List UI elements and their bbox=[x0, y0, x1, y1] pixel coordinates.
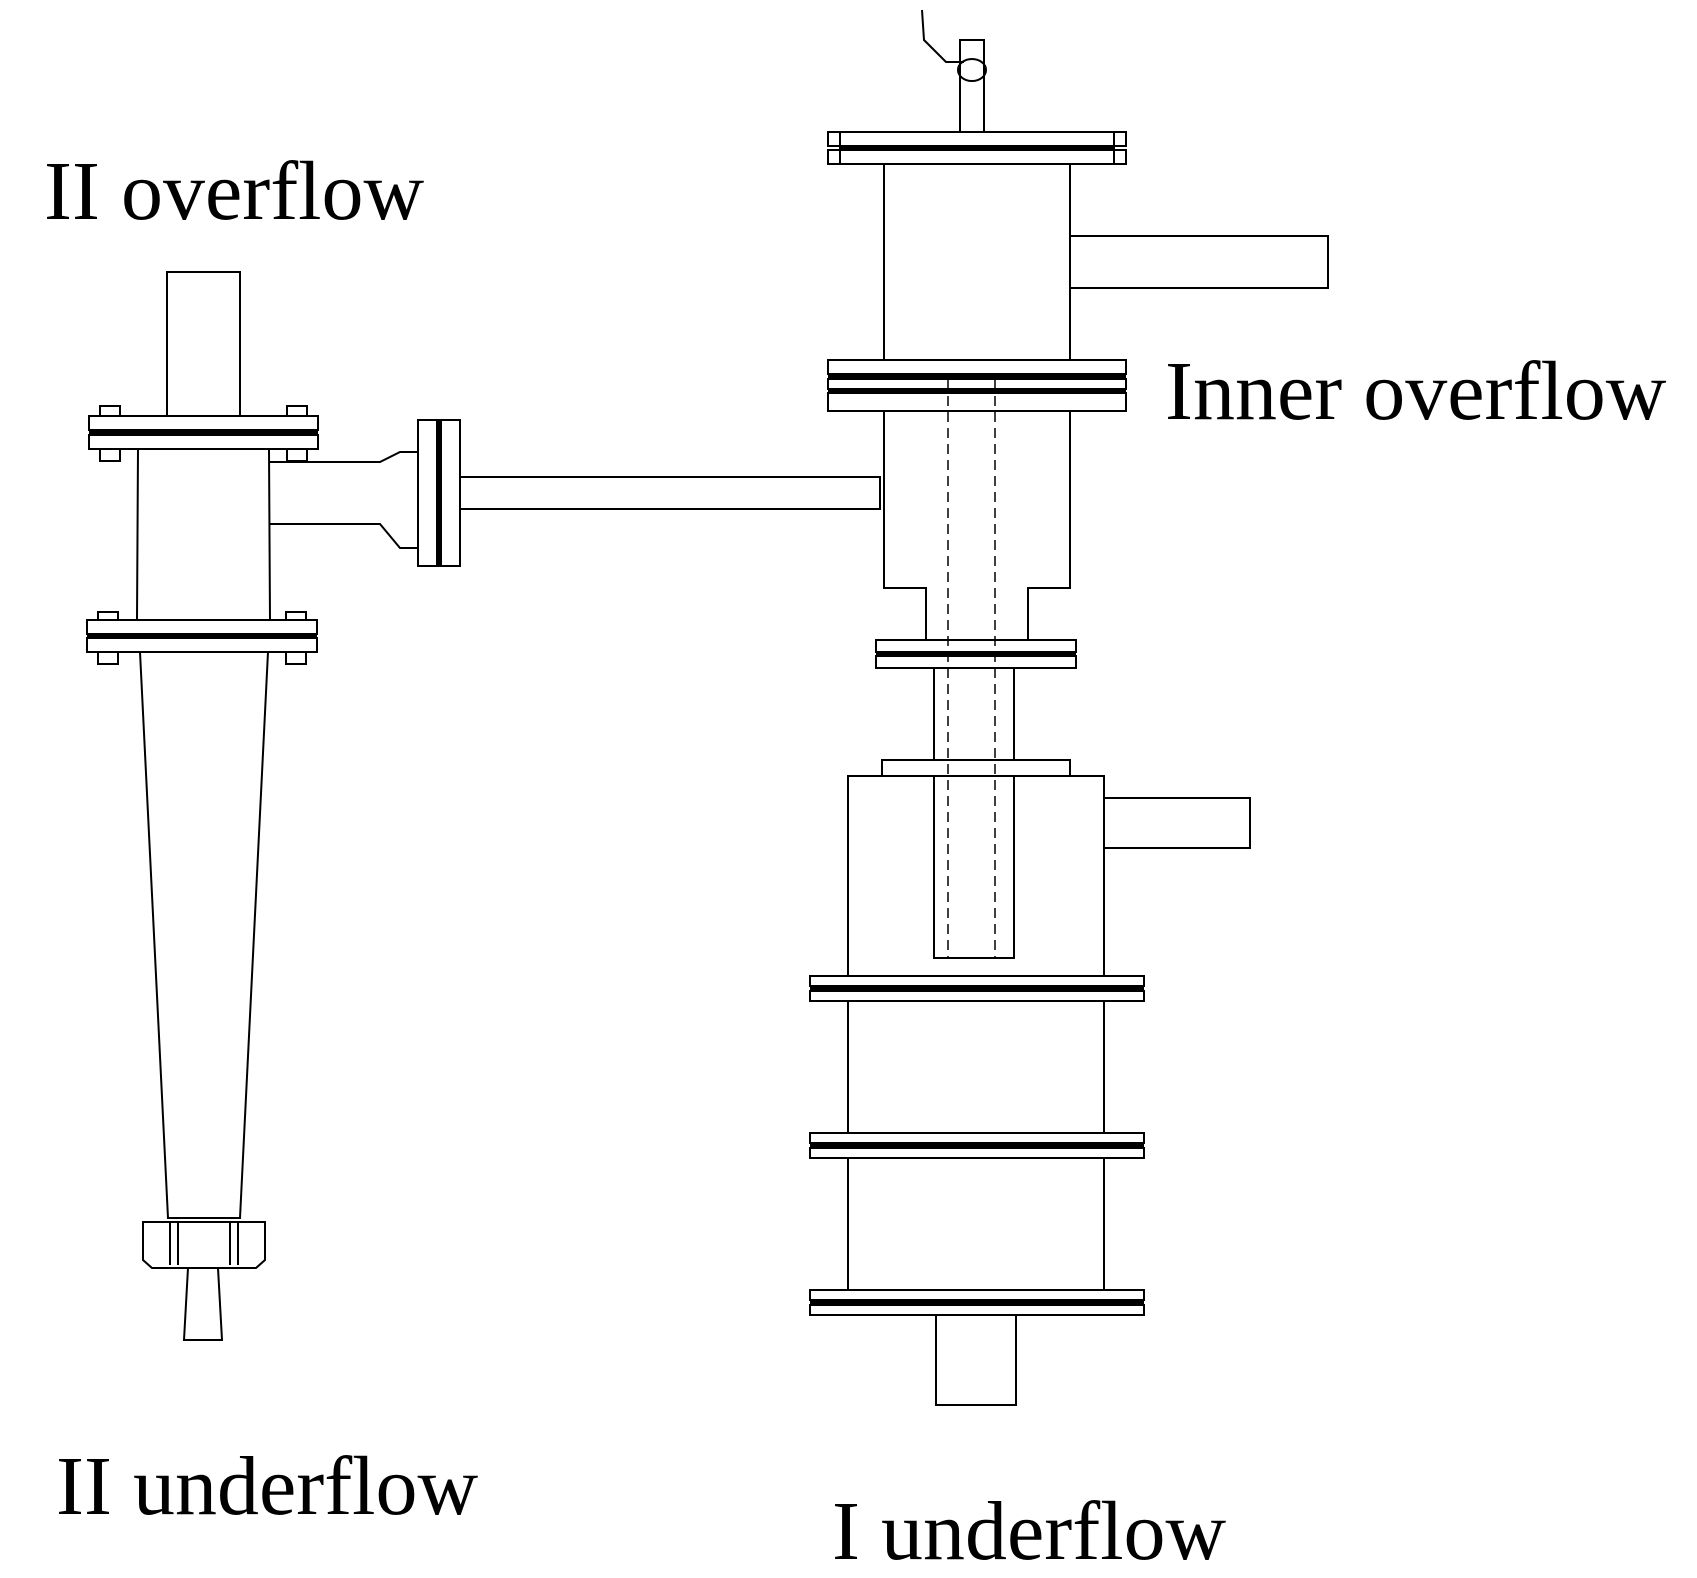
ii-underflow-nut bbox=[142, 1221, 266, 1269]
connecting-pipe bbox=[459, 476, 881, 510]
label-ii-underflow: II underflow bbox=[56, 1440, 479, 1533]
section-flange-3 bbox=[809, 1304, 1145, 1316]
bolt bbox=[99, 405, 121, 417]
lower-small-flange-gasket bbox=[876, 652, 1076, 656]
valve-body bbox=[957, 58, 987, 82]
lower-small-flange-lower bbox=[875, 655, 1077, 669]
ii-cylinder-body bbox=[136, 448, 271, 621]
upper-cylinder bbox=[883, 163, 1071, 361]
lower-side-inlet bbox=[1103, 797, 1251, 849]
top-cap-flange-upper bbox=[827, 131, 1127, 147]
section-flange-1-gasket bbox=[810, 986, 1144, 991]
ii-cone bbox=[139, 651, 269, 1219]
section-flange-1 bbox=[809, 990, 1145, 1002]
ii-top-flange-lower bbox=[88, 434, 319, 450]
ii-overflow-pipe bbox=[166, 271, 241, 417]
section-flange-2 bbox=[809, 1147, 1145, 1159]
top-cap-flange-lower bbox=[827, 149, 1127, 165]
middle-body bbox=[883, 411, 1071, 641]
bolt bbox=[99, 448, 121, 462]
inner-overflow-pipe-outer bbox=[933, 667, 1015, 761]
ii-mid-flange-upper bbox=[86, 619, 318, 635]
section-cylinder-2 bbox=[847, 1157, 1105, 1291]
ii-inlet-flange-gasket bbox=[436, 420, 442, 566]
section-flange-3 bbox=[809, 1289, 1145, 1301]
ii-top-flange-gasket bbox=[89, 430, 318, 435]
ii-feed-inlet bbox=[270, 451, 419, 549]
bolt bbox=[97, 611, 119, 621]
stage-ii-hydrocyclone bbox=[86, 271, 881, 1341]
mid-flange-gasket bbox=[828, 374, 1126, 379]
mid-flange-upper bbox=[827, 359, 1127, 375]
section-flange-2-gasket bbox=[810, 1143, 1144, 1148]
section-flange-3-gasket bbox=[810, 1300, 1144, 1305]
section-flange-1 bbox=[809, 975, 1145, 987]
mid-flange-lower bbox=[827, 392, 1127, 412]
bolt bbox=[285, 611, 307, 621]
top-cap-gasket bbox=[840, 146, 1114, 150]
section-cylinder-1 bbox=[847, 1000, 1105, 1134]
i-underflow-pipe bbox=[935, 1314, 1017, 1406]
ii-mid-flange-gasket bbox=[87, 634, 317, 638]
lower-cap bbox=[881, 759, 1071, 777]
upper-side-outlet bbox=[1069, 235, 1329, 289]
mid-flange-gasket bbox=[828, 389, 1126, 393]
section-flange-2 bbox=[809, 1132, 1145, 1144]
label-i-underflow: I underflow bbox=[832, 1485, 1227, 1578]
top-outlet-pipe bbox=[959, 39, 985, 133]
label-inner-overflow: Inner overflow bbox=[1165, 345, 1667, 438]
bolt bbox=[285, 651, 307, 665]
mid-flange-mid bbox=[827, 378, 1127, 390]
bolt bbox=[286, 405, 308, 417]
lower-small-flange-upper bbox=[875, 639, 1077, 653]
ii-spigot bbox=[182, 1267, 224, 1341]
bolt bbox=[286, 448, 308, 462]
inner-pipe-visible bbox=[933, 775, 1015, 959]
ii-mid-flange-lower bbox=[86, 637, 318, 653]
label-ii-overflow: II overflow bbox=[44, 145, 425, 238]
bolt bbox=[97, 651, 119, 665]
ii-top-flange-upper bbox=[88, 415, 319, 431]
lower-cylinder bbox=[847, 775, 1105, 977]
valve-handle bbox=[921, 9, 964, 63]
stage-i-hydrocyclone bbox=[809, 9, 1329, 1406]
